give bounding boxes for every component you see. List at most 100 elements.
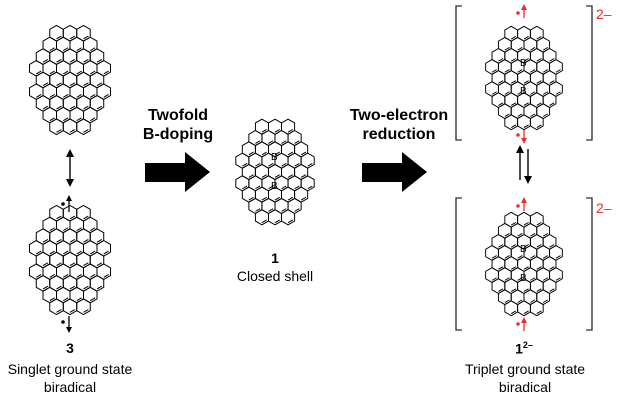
double-bond [255,185,261,190]
double-bond [517,277,523,281]
double-bond [69,82,76,87]
double-bond [536,124,542,128]
double-bond [89,250,96,255]
arrow2-label-line2: reduction [362,126,436,143]
double-bond [300,196,307,201]
molecule-3-closed-form [29,24,111,136]
arrow1-label-line1: Twofold [147,107,209,124]
double-bond [510,80,517,84]
double-bond [96,285,103,290]
double-bond [287,219,294,224]
double-bond [261,196,267,201]
double-bond [504,277,510,281]
double-bond [504,91,510,95]
radical-dot-icon [61,202,65,324]
double-bond [89,227,96,231]
double-bond [536,266,542,270]
double-bond [69,239,76,243]
double-bond [242,185,248,190]
compound3-description: Singlet ground state biradical [0,360,160,396]
double-bond [83,215,89,220]
double-bond [63,274,69,278]
double-bond [510,221,517,226]
double-bond [536,102,542,106]
arrow1-label-line2: B-doping [142,126,214,143]
compound3-number: 3 [66,340,74,356]
double-bond [517,69,523,73]
double-bond [56,309,62,313]
double-bond [523,310,529,314]
double-bond [523,35,529,40]
double-bond [287,151,294,156]
double-bond [549,80,555,84]
double-bond [36,274,42,278]
boron-atom: B [271,181,278,192]
double-bond [510,310,517,314]
spin-down-arrow-icon [521,130,527,144]
double-bond [76,47,82,51]
double-bond [63,47,69,51]
double-bond [517,233,523,237]
arrow2-label: Two-electron reduction [346,106,452,144]
double-bond [76,94,82,98]
compound1-description: Closed shell [236,268,314,284]
double-bond [307,162,313,167]
ring-bond [281,209,296,226]
double-bond [268,140,274,144]
boron-atom: B [520,244,527,255]
double-bond [49,70,55,75]
double-bond [83,262,89,267]
double-bond [510,35,517,40]
radical-dot-icon [516,11,520,326]
double-bond [36,250,42,255]
double-bond [536,221,542,226]
double-bond [83,35,89,40]
double-bond [69,262,76,267]
double-bond [491,255,497,259]
double-bond [69,309,76,313]
boron-labels: B B B B B B [271,58,527,284]
double-bond [69,215,76,220]
double-bond [248,151,254,156]
double-bond [491,277,497,281]
compound3-desc-line1: Singlet ground state [7,361,133,377]
double-bond [517,113,523,117]
charge-label-bottom: 2– [596,200,612,216]
double-bond [517,91,523,95]
ring-bond [76,298,91,316]
double-bond [498,266,504,270]
double-bond [555,69,561,73]
double-bond [63,250,69,255]
double-bond [274,174,280,178]
double-bond [274,219,280,224]
double-bond [523,80,529,84]
double-bond [83,285,89,290]
double-bond [89,274,96,278]
arrow1-label: Twofold B-doping [136,106,220,144]
double-bond [42,59,49,63]
double-bond [63,94,69,98]
double-bond [89,297,96,302]
double-bond [69,59,76,63]
double-bond [536,35,542,40]
double-bond [549,58,555,62]
double-bond [268,185,274,190]
double-bond [530,255,536,259]
double-bond [103,250,109,255]
double-bond [261,129,267,133]
dianion-number-superscript: 2– [522,340,533,350]
double-bond [498,102,504,106]
double-bond [56,82,62,87]
double-bond [63,297,69,302]
double-bond [96,262,103,267]
double-bond [510,288,517,292]
double-bond [274,151,280,156]
double-bond [555,91,561,95]
double-bond [504,299,510,303]
double-bond [542,91,549,95]
double-bond [530,113,536,117]
double-bond [274,129,280,133]
double-bond [56,105,62,110]
double-bond [523,58,529,62]
double-bond [549,288,555,292]
